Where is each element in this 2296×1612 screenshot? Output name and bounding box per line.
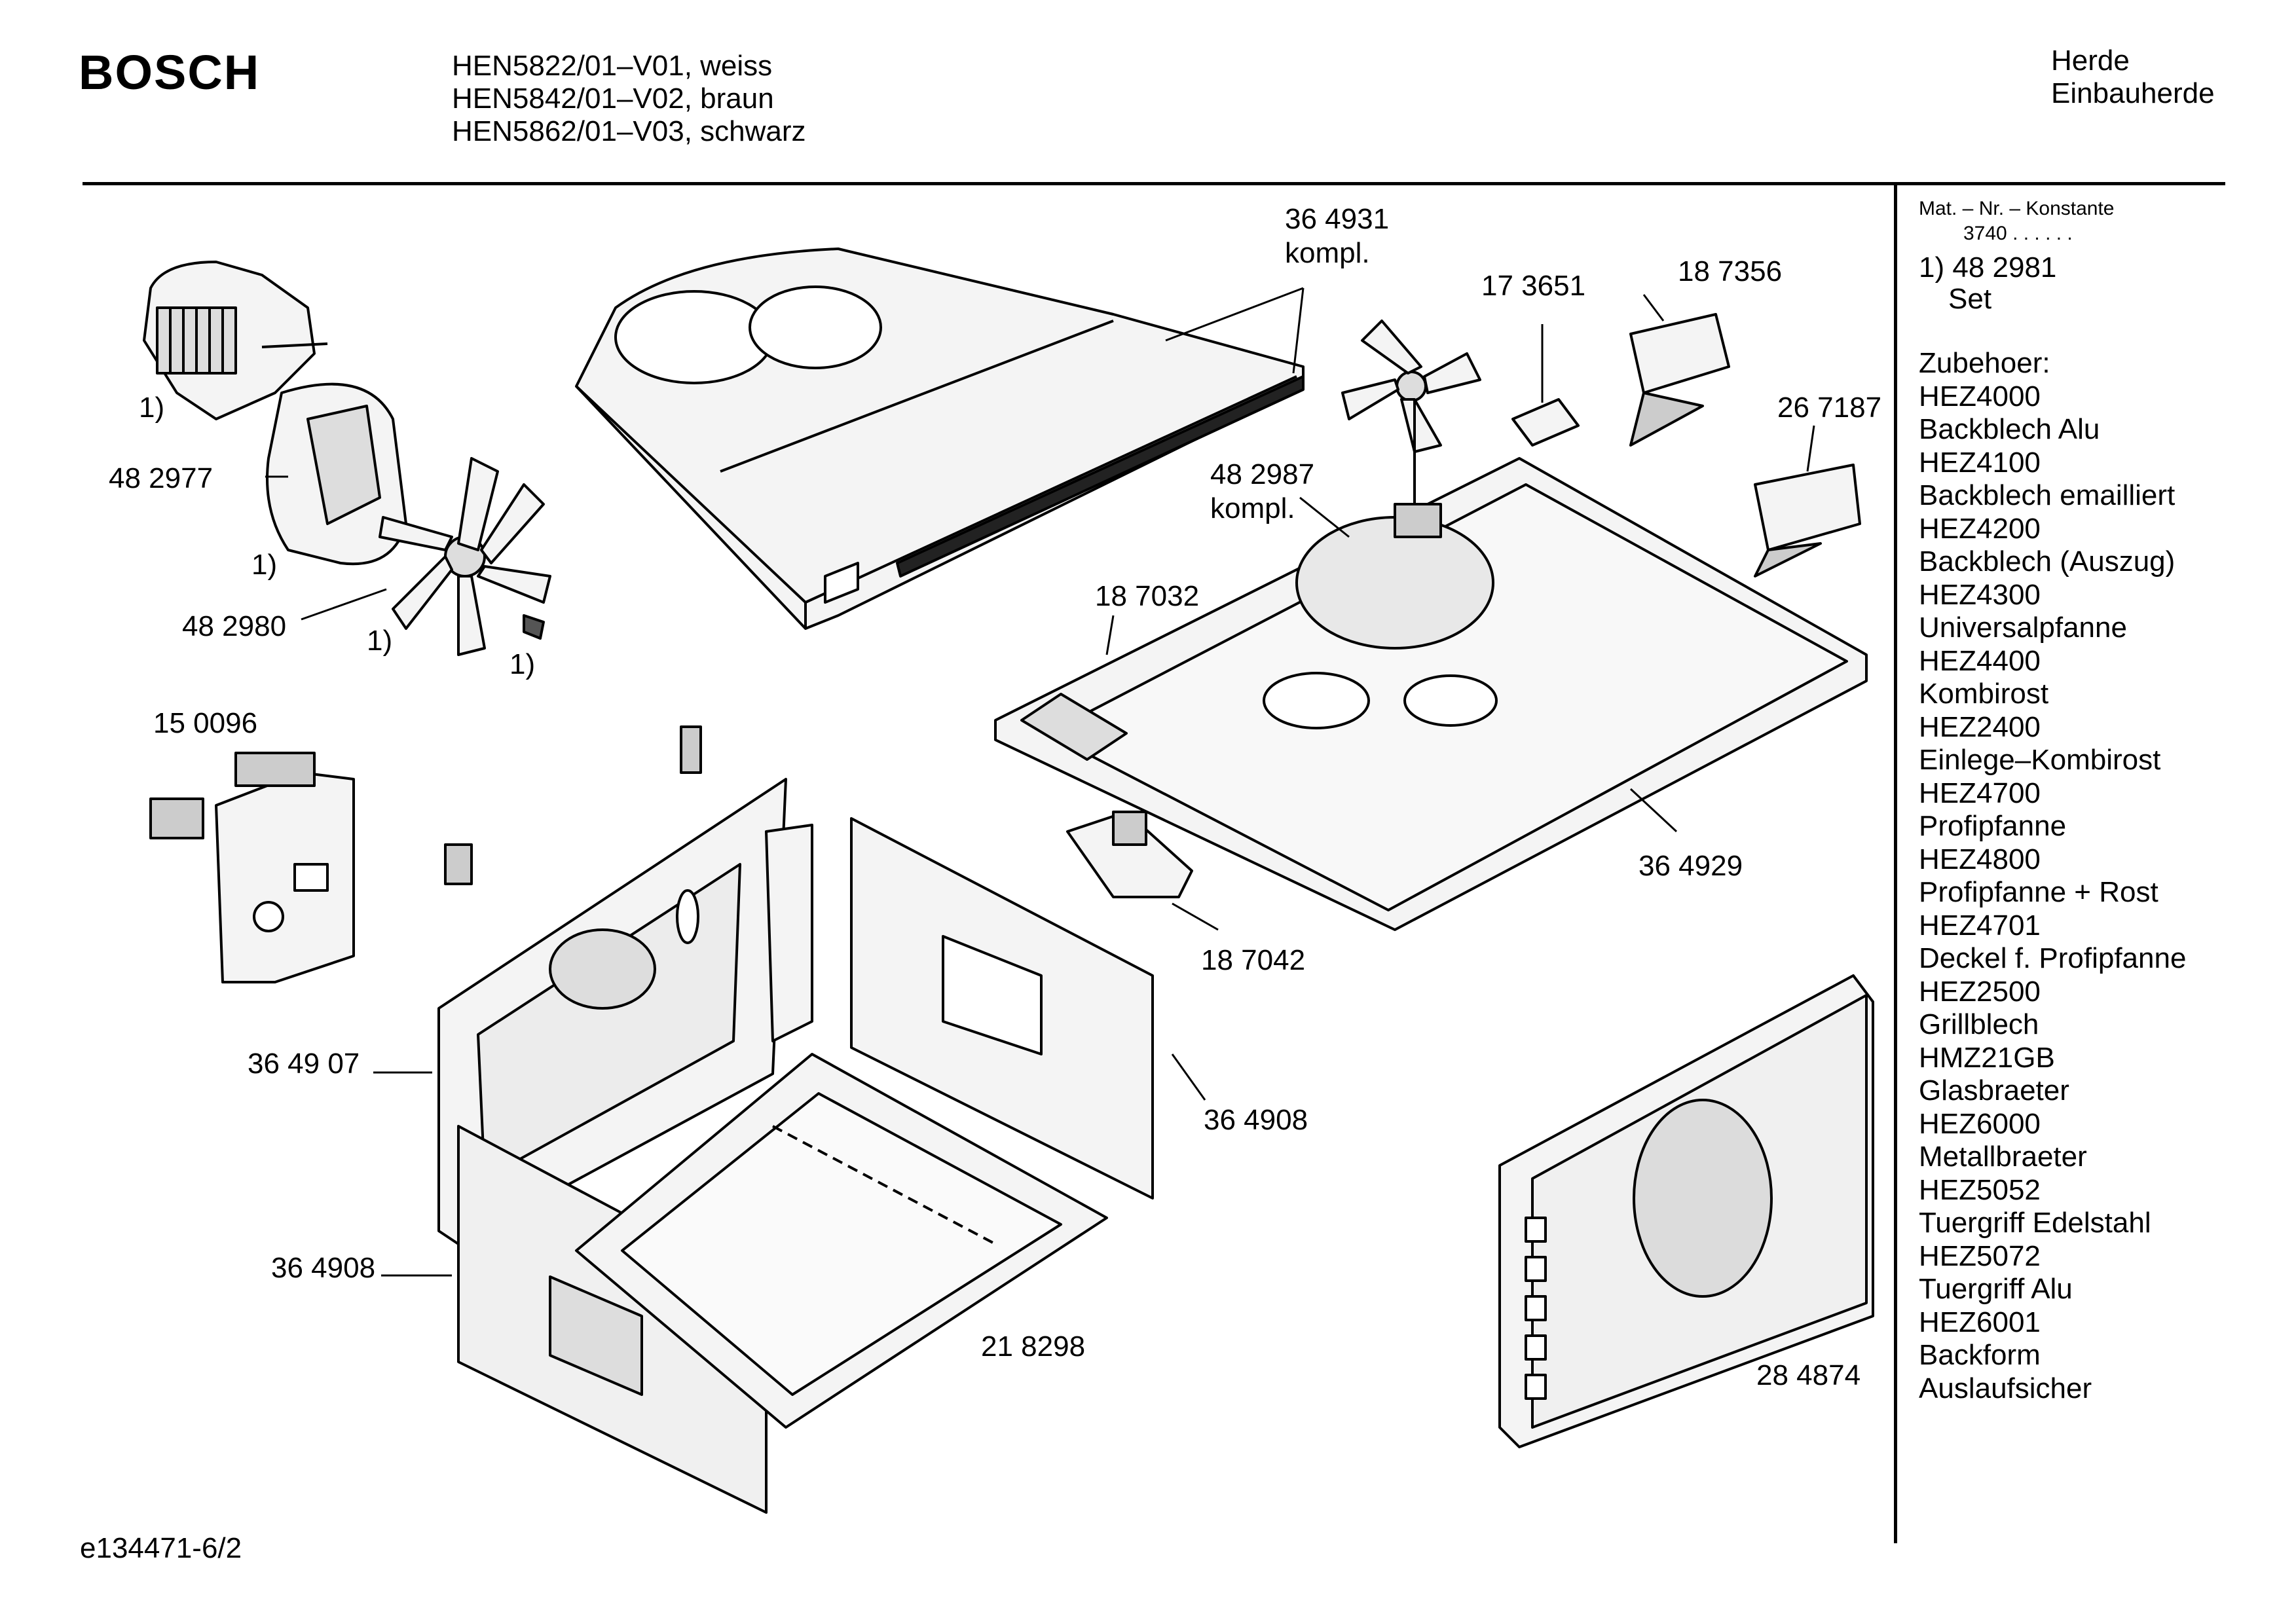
mat-number-label: Mat. – Nr. – Konstante: [1919, 198, 2115, 219]
list-item: Profipfanne + Rost: [1919, 876, 2158, 908]
list-item: Einlege–Kombirost: [1919, 744, 2161, 776]
sidebar-divider: [1894, 185, 1897, 1543]
brand-logo: BOSCH: [79, 45, 261, 100]
leader-lines: [265, 287, 1815, 1277]
model-line-3: HEN5862/01–V03, schwarz: [452, 115, 806, 147]
list-item: Profipfanne: [1919, 810, 2067, 842]
list-item: Auslaufsicher: [1919, 1372, 2092, 1404]
list-item: Backblech Alu: [1919, 413, 2100, 445]
lamp-holder-part: [1066, 811, 1193, 898]
list-item: HEZ6000: [1919, 1107, 2041, 1140]
exploded-parts-diagram: [143, 247, 1874, 1514]
list-item: Metallbraeter: [1919, 1141, 2087, 1173]
part-label-187042: 18 7042: [1201, 944, 1306, 976]
model-line-1: HEN5822/01–V01, weiss: [452, 50, 773, 82]
header-divider: [83, 182, 2225, 185]
drawing-id: e134471-6/2: [80, 1532, 242, 1564]
part-label-364907: 36 49 07: [248, 1048, 360, 1080]
accessories-title: Zubehoer:: [1919, 347, 2050, 379]
part-label-482980: 48 2980: [182, 610, 287, 642]
list-item: HEZ5072: [1919, 1239, 2041, 1272]
part-label-kompl-1: kompl.: [1285, 237, 1370, 269]
list-item: HEZ4200: [1919, 512, 2041, 545]
list-item: Tuergriff Edelstahl: [1919, 1207, 2151, 1239]
list-item: HEZ4800: [1919, 843, 2041, 875]
list-item: HEZ4100: [1919, 446, 2041, 479]
accessories-list: Zubehoer: HEZ4000 Backblech Alu HEZ4100 …: [1919, 347, 2186, 1405]
subcategory-label: Einbauherde: [2051, 77, 2215, 109]
part-label-284874: 28 4874: [1756, 1359, 1861, 1391]
part-label-364908-right: 36 4908: [1204, 1104, 1308, 1136]
part-label-364931: 36 4931: [1285, 203, 1390, 235]
part-label-173651: 17 3651: [1481, 270, 1586, 302]
part-label-267187: 26 7187: [1777, 392, 1882, 424]
footnote-marker-4: 1): [509, 648, 536, 680]
list-item: Grillblech: [1919, 1008, 2039, 1040]
footnote-marker-1: 1): [139, 392, 165, 424]
top-plate-part: [994, 457, 1868, 931]
rear-cover-part: [1498, 974, 1874, 1448]
list-item: HEZ4700: [1919, 777, 2041, 809]
list-item: HEZ2400: [1919, 710, 2041, 743]
list-item: Tuergriff Alu: [1919, 1273, 2073, 1305]
oven-frame-part: [437, 725, 813, 1245]
convection-motor-part: [143, 261, 328, 420]
part-label-150096: 15 0096: [153, 707, 258, 739]
control-bracket-part: [149, 752, 355, 983]
part-label-218298: 21 8298: [981, 1330, 1086, 1363]
list-item: HEZ4300: [1919, 578, 2041, 611]
mat-number-value: 3740 . . . . . .: [1963, 223, 2073, 244]
bottom-tray-part: [575, 1053, 1108, 1429]
list-item: HEZ5052: [1919, 1173, 2041, 1206]
list-item: HEZ4000: [1919, 380, 2041, 412]
list-item: Backblech (Auszug): [1919, 545, 2176, 577]
model-line-2: HEN5842/01–V02, braun: [452, 82, 774, 115]
hood-duct-part: [575, 247, 1305, 630]
list-item: Kombirost: [1919, 678, 2049, 710]
list-item: HEZ4400: [1919, 644, 2041, 677]
thermostat-part: [1511, 398, 1580, 447]
category-label: Herde: [2051, 45, 2130, 77]
part-label-kompl-2: kompl.: [1210, 492, 1295, 524]
list-item: HEZ4701: [1919, 909, 2041, 942]
footnote-marker-2: 1): [251, 549, 278, 581]
list-item: Glasbraeter: [1919, 1074, 2069, 1107]
cooling-fan-part: [1341, 320, 1481, 538]
list-item: Universalpfanne: [1919, 612, 2127, 644]
transformer-part-lower: [1754, 464, 1861, 577]
set-label: Set: [1948, 283, 1992, 315]
part-label-364929: 36 4929: [1639, 850, 1743, 882]
list-item: HMZ21GB: [1919, 1041, 2055, 1074]
fan-impeller-part: [379, 457, 551, 656]
part-label-187356: 18 7356: [1678, 255, 1783, 287]
list-item: Deckel f. Profipfanne: [1919, 942, 2187, 974]
side-panel-right: [850, 817, 1154, 1200]
part-label-482977: 48 2977: [109, 462, 213, 494]
set-number: 1) 48 2981: [1919, 251, 2057, 284]
transformer-part-upper: [1629, 313, 1730, 447]
list-item: Backblech emailliert: [1919, 479, 2176, 511]
side-panel-left: [457, 1125, 768, 1514]
motor-back-plate: [266, 382, 407, 566]
list-item: HEZ6001: [1919, 1306, 2041, 1338]
footnote-marker-3: 1): [367, 625, 393, 657]
part-label-187032: 18 7032: [1095, 580, 1200, 612]
part-label-364908-left: 36 4908: [271, 1252, 376, 1284]
list-item: HEZ2500: [1919, 975, 2041, 1008]
part-label-482987: 48 2987: [1210, 458, 1315, 490]
list-item: Backform: [1919, 1339, 2041, 1371]
